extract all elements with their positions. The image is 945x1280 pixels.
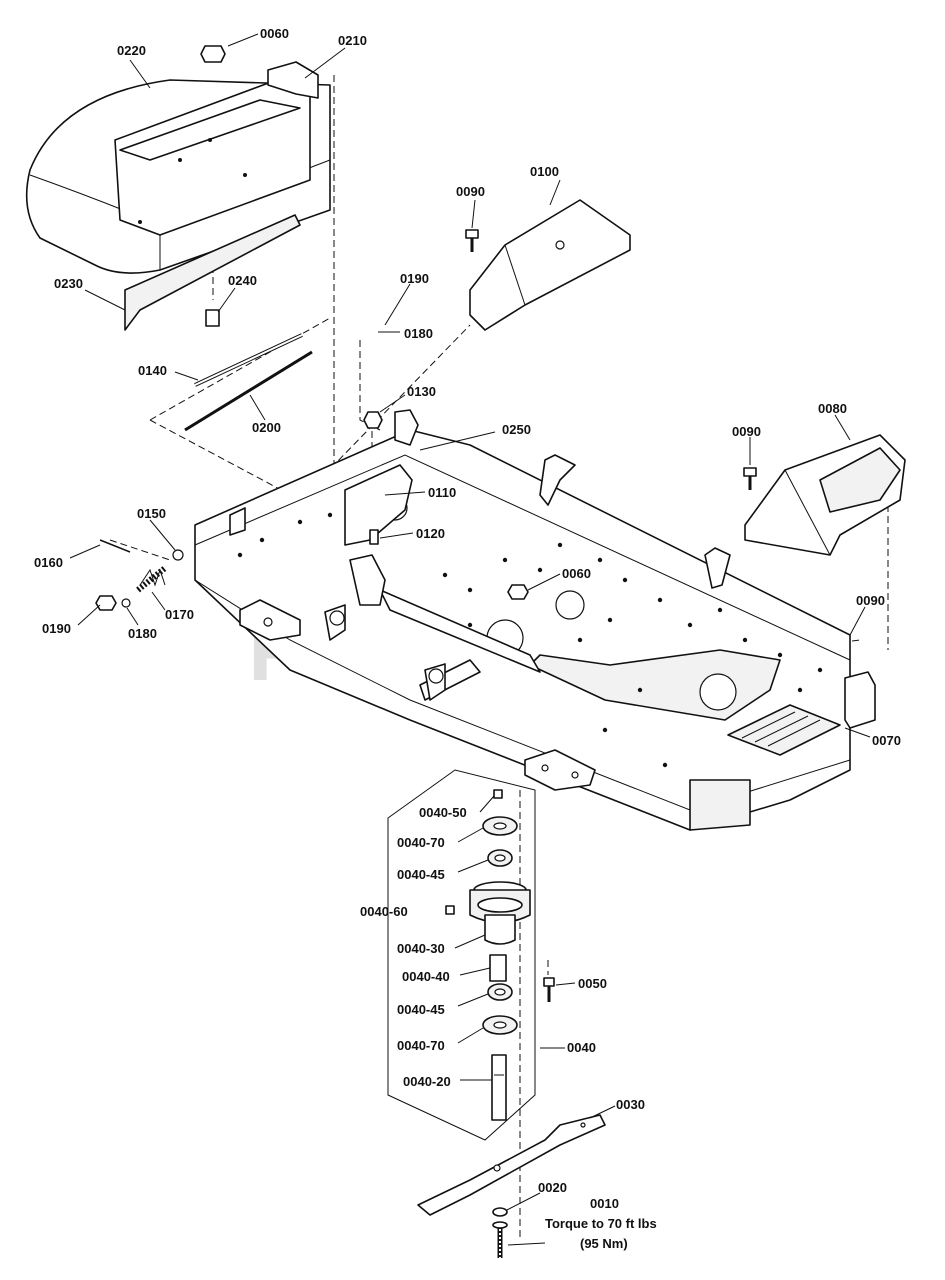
callout-0170: 0170	[165, 607, 194, 622]
callout-0060-top: 0060	[260, 26, 289, 41]
callout-0190-top: 0190	[400, 271, 429, 286]
callout-0060-deck: 0060	[562, 566, 591, 581]
callout-0210: 0210	[338, 33, 367, 48]
callout-0100: 0100	[530, 164, 559, 179]
callout-0190-left: 0190	[42, 621, 71, 636]
torque-note-line1: Torque to 70 ft lbs	[545, 1216, 657, 1231]
callout-0120: 0120	[416, 526, 445, 541]
callout-0040-70-bottom: 0040-70	[397, 1038, 445, 1053]
callout-0090-top: 0090	[456, 184, 485, 199]
callout-0220: 0220	[117, 43, 146, 58]
callout-0140: 0140	[138, 363, 167, 378]
callout-0130: 0130	[407, 384, 436, 399]
spring-hardware	[95, 539, 184, 611]
cover-0100	[465, 199, 631, 331]
leader-lines	[69, 33, 871, 1246]
mower-deck	[194, 409, 876, 831]
callout-0040-45-bottom: 0040-45	[397, 1002, 445, 1017]
callout-0050: 0050	[578, 976, 607, 991]
callout-0230: 0230	[54, 276, 83, 291]
spindle-assembly	[387, 769, 555, 1141]
callout-0010: 0010	[590, 1196, 619, 1211]
callout-0040-70-top: 0040-70	[397, 835, 445, 850]
callout-0180-top: 0180	[404, 326, 433, 341]
callout-0020: 0020	[538, 1180, 567, 1195]
callout-0070: 0070	[872, 733, 901, 748]
blade-assembly	[417, 1114, 606, 1258]
callout-0040-20: 0040-20	[403, 1074, 451, 1089]
callout-0030: 0030	[616, 1097, 645, 1112]
callout-0040-50: 0040-50	[419, 805, 467, 820]
cover-0080	[743, 434, 906, 556]
belt-cover-assembly	[25, 45, 331, 331]
callout-0240: 0240	[228, 273, 257, 288]
callout-0110: 0110	[428, 485, 456, 500]
callout-0040-40: 0040-40	[402, 969, 450, 984]
callout-0040-30: 0040-30	[397, 941, 445, 956]
callout-0090-deck: 0090	[856, 593, 885, 608]
torque-note-line2: (95 Nm)	[580, 1236, 628, 1251]
callout-labels: 0060 0210 0220 0230 0240 0090 0100 0190 …	[34, 26, 901, 1251]
callout-0090-right: 0090	[732, 424, 761, 439]
callout-0080: 0080	[818, 401, 847, 416]
callout-0040-45-top: 0040-45	[397, 867, 445, 882]
rods	[184, 333, 313, 432]
callout-0200: 0200	[252, 420, 281, 435]
callout-0150: 0150	[137, 506, 166, 521]
callout-0250: 0250	[502, 422, 531, 437]
callout-0040-60: 0040-60	[360, 904, 408, 919]
callout-0180-left: 0180	[128, 626, 157, 641]
callout-0160: 0160	[34, 555, 63, 570]
callout-0040: 0040	[567, 1040, 596, 1055]
